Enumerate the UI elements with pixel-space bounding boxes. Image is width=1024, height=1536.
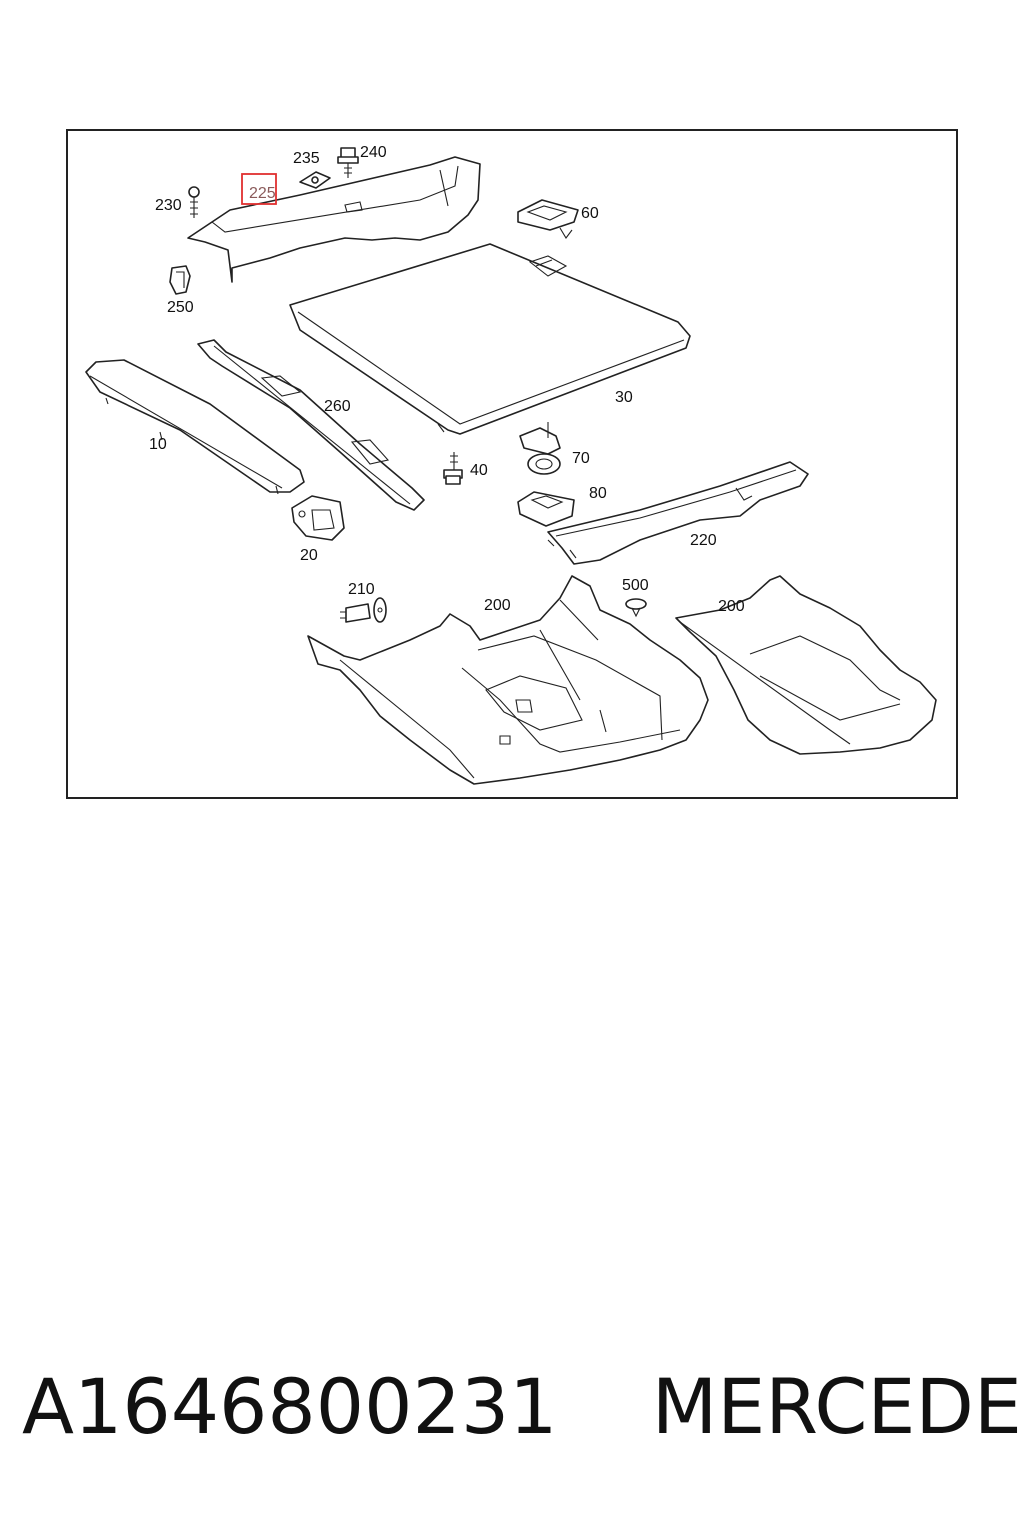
callout-80: 80 [589,485,607,502]
part-200-floor-mat-right [675,575,937,755]
callout-260: 260 [324,398,351,415]
callout-220: 220 [690,532,717,549]
part-240-bolt [337,147,359,178]
part-200-floor-mat-left [307,575,709,785]
callout-40: 40 [470,462,488,479]
part-250-clip [169,265,191,295]
part-80-latch [517,491,575,527]
part-30-load-floor [289,243,691,435]
callout-240: 240 [360,144,387,161]
part-220-side-rail [547,461,809,565]
callout-200-right: 200 [718,598,745,615]
callout-225: 225 [249,185,276,202]
part-10-sill-trim [85,359,305,495]
part-500-clip [625,598,647,618]
part-number: A1646800231 [22,1362,558,1451]
highlight-box-225 [241,173,277,205]
callout-250: 250 [167,299,194,316]
diagram-frame [66,129,958,799]
callout-210: 210 [348,581,375,598]
part-210-bolt [340,597,387,623]
part-225-trim-panel [187,156,481,283]
part-40-bolt [443,452,463,485]
part-235-clip-nut [299,171,331,189]
callout-500: 500 [622,577,649,594]
callout-70: 70 [572,450,590,467]
part-230-screw [188,186,200,218]
callout-235: 235 [293,150,320,167]
callout-30: 30 [615,389,633,406]
callout-200-left: 200 [484,597,511,614]
part-60-handle [517,199,579,239]
brand-name: MERCEDES [651,1362,1024,1451]
callout-60: 60 [581,205,599,222]
part-260-rail [197,339,425,511]
callout-230: 230 [155,197,182,214]
part-20-tie-down-hook [291,495,345,541]
callout-20: 20 [300,547,318,564]
part-caption: A1646800231 MERCEDES [22,1362,1024,1472]
part-70-strap-loop [519,422,561,475]
callout-labels: 225 230 235 240 250 60 260 30 10 40 70 8… [149,144,745,615]
callout-10: 10 [149,436,167,453]
